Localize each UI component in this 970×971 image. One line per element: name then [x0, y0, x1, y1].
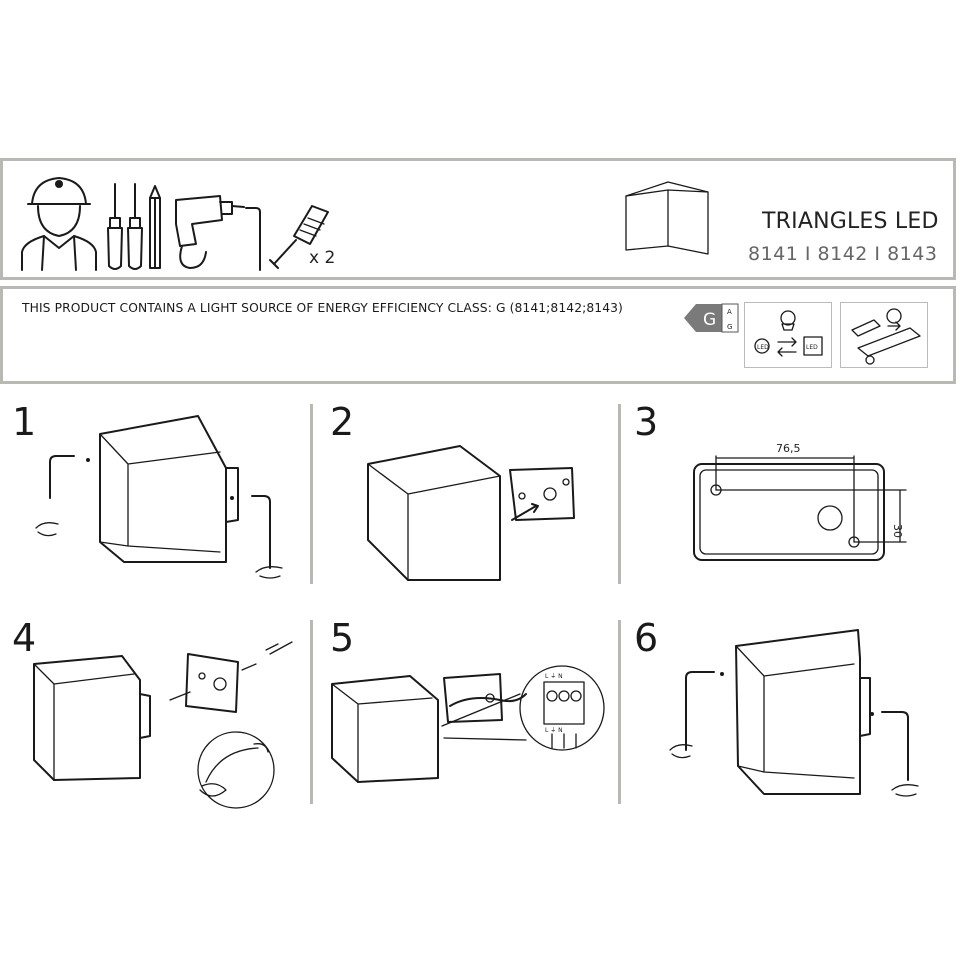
- terminal-label-top: L ⏚ N: [545, 673, 563, 680]
- product-title: TRIANGLES LED: [762, 209, 939, 234]
- screwdriver-icon: [107, 183, 123, 270]
- product-codes: 8141 I 8142 I 8143: [748, 243, 938, 265]
- tools-panel: [0, 158, 956, 280]
- step-number: 4: [12, 616, 37, 660]
- step-number: 5: [330, 616, 355, 660]
- led-label-left: LED: [757, 344, 769, 351]
- lamp-cube-icon: [625, 181, 709, 255]
- energy-class-letter: G: [703, 310, 716, 330]
- step-number: 1: [12, 400, 37, 444]
- step-2-illustration: [367, 445, 575, 581]
- drill-icon: [175, 195, 245, 269]
- step-5-illustration: L ⏚ N L ⏚ N: [331, 665, 605, 783]
- energy-scale-top: A: [727, 308, 732, 316]
- step-number: 2: [330, 400, 355, 444]
- driver-replaceable-icon: [851, 308, 921, 365]
- driver-replaceable-icon-box: [840, 302, 928, 368]
- screwdriver-icon: [127, 183, 143, 270]
- grid-divider: [310, 404, 313, 584]
- dimension-height: 30: [891, 524, 904, 538]
- step-number: 6: [634, 616, 659, 660]
- allen-key-icon: [245, 207, 261, 271]
- terminal-label-bottom: L ⏚ N: [545, 727, 563, 734]
- step-1-illustration: [35, 415, 283, 579]
- energy-efficiency-statement: THIS PRODUCT CONTAINS A LIGHT SOURCE OF …: [22, 301, 623, 315]
- step-6-illustration: [669, 629, 919, 797]
- installer-person-icon: [21, 177, 97, 271]
- wall-plug-screw-icon: [269, 205, 329, 269]
- pencil-icon: [149, 185, 161, 269]
- energy-scale-bottom: G: [727, 323, 732, 331]
- led-replaceable-icon-box: [744, 302, 832, 368]
- energy-info-panel: [0, 286, 956, 384]
- step-number: 3: [634, 400, 659, 444]
- grid-divider: [618, 404, 621, 584]
- step-4-illustration: [33, 641, 293, 809]
- dimension-width: 76,5: [776, 442, 801, 455]
- led-label-right: LED: [806, 344, 818, 351]
- energy-class-label: G A G: [684, 303, 739, 333]
- step-3-illustration: 76,5 30: [693, 442, 907, 561]
- grid-divider: [310, 620, 313, 804]
- grid-divider: [618, 620, 621, 804]
- anchor-quantity-label: x 2: [309, 248, 336, 268]
- led-replaceable-icon: LED LED: [754, 310, 823, 357]
